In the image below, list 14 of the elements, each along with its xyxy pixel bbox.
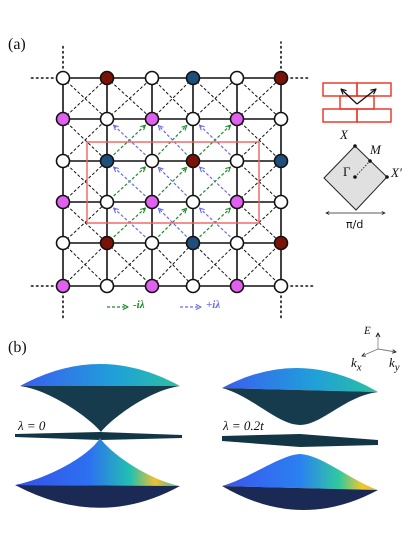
point-label: X′: [391, 166, 402, 179]
axis-label: E: [364, 326, 371, 337]
parameter-label: λ = 0.2t: [223, 419, 264, 432]
panel-label: (b): [8, 340, 27, 356]
point-label: Γ: [343, 165, 351, 178]
legend-label: -iλ: [133, 300, 145, 311]
axis-label: k$_{x}$: [351, 356, 362, 374]
point-label: X: [340, 128, 348, 141]
axis-label: k$_{y}$: [389, 356, 400, 374]
point-label: M: [370, 143, 381, 156]
legend-label: +iλ: [206, 300, 220, 311]
parameter-label: λ = 0: [18, 419, 46, 432]
panel-label: (a): [8, 37, 26, 53]
dimension-label: π/d: [346, 219, 364, 230]
